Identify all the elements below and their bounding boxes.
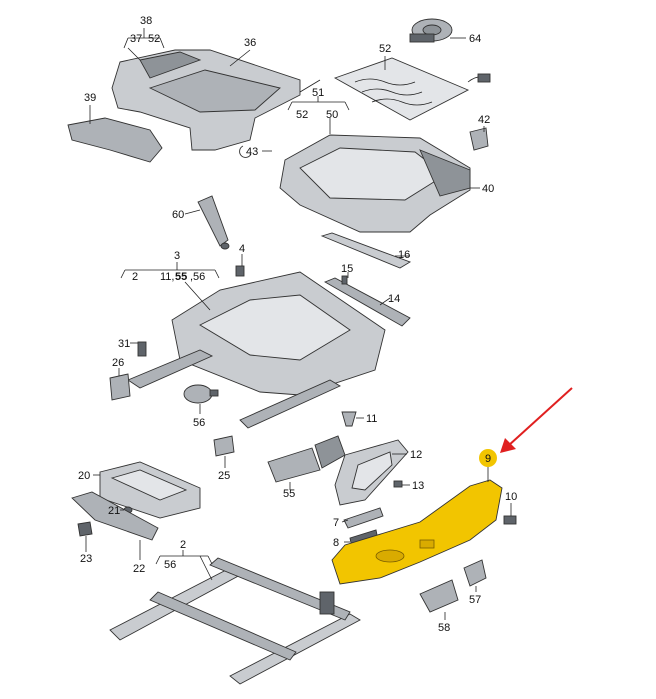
callout-64: 64 [469,33,481,45]
seat-frame-part-3 [127,271,386,429]
knob-part-58 [419,579,459,613]
part-9-highlight [479,449,497,467]
cushion-part-40 [279,134,471,233]
trim-part-22 [71,491,159,541]
indicator-arrow [500,387,573,453]
callout-22: 22 [133,563,145,575]
callout-55: 55 [283,488,295,500]
seat-cushion-part-36 [111,49,301,151]
callout-56-list: ,56 [190,271,205,283]
bracket-part-12 [334,439,409,506]
clip-part-10 [503,515,517,525]
panel-part-16 [320,232,412,269]
callout-11-list: 11, [160,271,174,283]
callout-20: 20 [78,470,90,482]
callout-labels: 38 37 52 36 39 52 64 51 52 50 42 43 40 6… [78,15,517,634]
callout-50: 50 [326,109,338,121]
callout-2b: 2 [180,539,186,551]
side-trim-part-9 [331,479,503,585]
callout-58: 58 [438,622,450,634]
bracket-part-25 [213,435,235,457]
motor-part-55 [267,435,346,483]
callout-12: 12 [410,449,422,461]
clip-part-11 [341,411,357,427]
callout-10: 10 [505,491,517,503]
callout-14: 14 [388,293,400,305]
callout-31: 31 [118,338,130,350]
rail-part-14 [323,275,411,327]
trim-part-7 [343,507,384,529]
callout-2a: 2 [132,271,138,283]
callout-52a: 52 [148,33,160,45]
callout-8: 8 [333,537,339,549]
callout-42: 42 [478,114,490,126]
callout-43: 43 [246,146,258,158]
callout-11: 11 [366,413,377,425]
ring-part-43 [239,145,252,158]
callout-4: 4 [239,243,245,255]
callout-15: 15 [341,263,353,275]
callout-57: 57 [469,594,481,606]
bolt-part-31 [137,341,147,357]
callout-38: 38 [140,15,152,27]
callout-26: 26 [112,357,124,369]
callout-13: 13 [412,480,424,492]
callout-56c: 56 [164,559,176,571]
callout-25: 25 [218,470,230,482]
callout-60: 60 [172,209,184,221]
clip-part-23 [77,521,93,537]
callout-21: 21 [108,505,120,517]
leader-lines [85,28,512,620]
callout-9: 9 [485,453,491,465]
callout-51: 51 [312,87,324,99]
callout-39: 39 [84,92,96,104]
screw-part-13 [393,480,403,488]
buckle-part-60 [197,195,230,250]
callout-56b: 56 [193,417,205,429]
motor-part-56 [183,384,219,404]
clip-part-42 [469,127,489,151]
callout-40: 40 [482,183,494,195]
callout-36: 36 [244,37,256,49]
callout-16: 16 [398,249,410,261]
callout-52b: 52 [296,109,308,121]
screw-part-4 [235,265,245,277]
bracket-part-26 [109,373,131,401]
tray-part-20 [99,461,201,519]
blower-part-64 [409,18,453,43]
callout-37: 37 [130,33,142,45]
callout-23: 23 [80,553,92,565]
callout-52: 52 [379,43,391,55]
knob-part-57 [463,559,487,587]
callout-3: 3 [174,250,180,262]
callout-7: 7 [333,517,339,529]
base-rail-part-2 [109,557,361,685]
heating-mat-part-52 [333,57,491,121]
callout-55-list: 55 [175,271,187,283]
pad-part-39 [67,117,163,163]
